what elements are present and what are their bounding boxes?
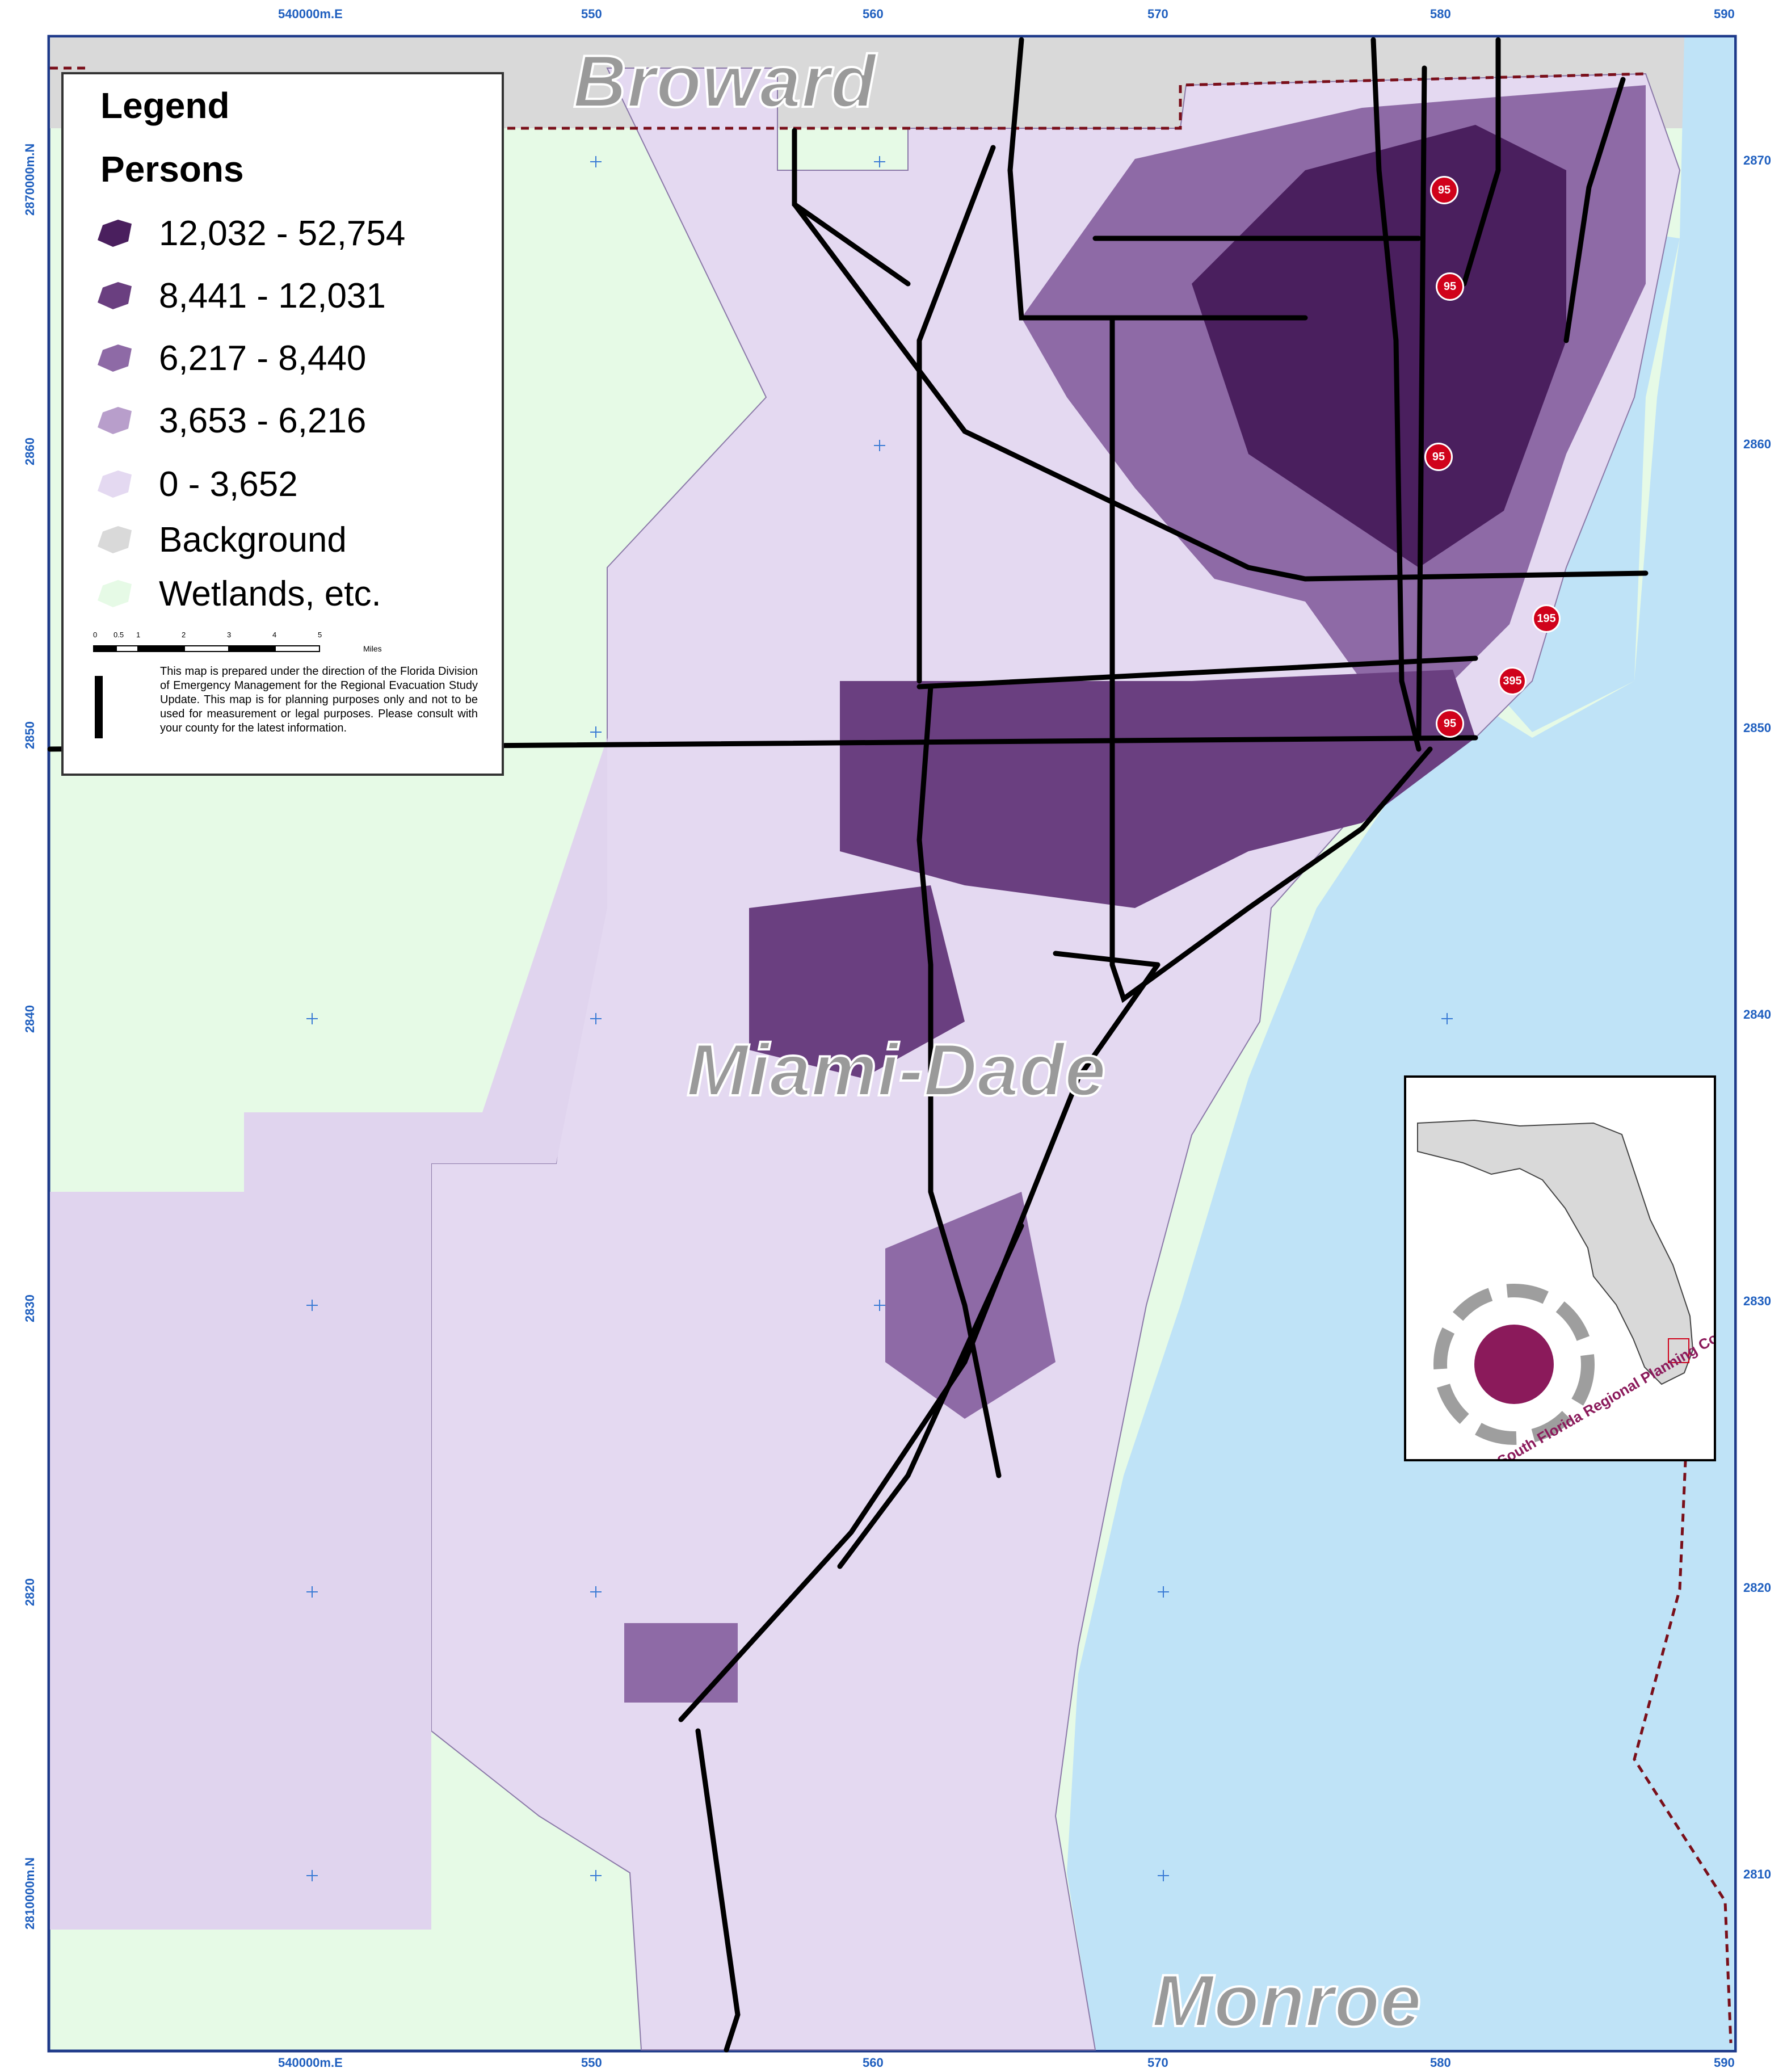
highway-shield: 95 <box>1430 176 1458 204</box>
northing-label-left-2840: 2840 <box>23 1005 37 1033</box>
legend: Legend Persons 12,032 - 52,754 8,441 - 12… <box>61 72 504 776</box>
easting-label-bottom-570: 570 <box>1147 2056 1168 2070</box>
legend-label: 0 - 3,652 <box>159 464 298 504</box>
ocean <box>1067 37 1734 2050</box>
highway-shield: 195 <box>1532 604 1561 633</box>
rpc-logo-hub <box>1474 1325 1554 1404</box>
core-tracts-north <box>1192 125 1566 568</box>
legend-subtitle: Persons <box>100 149 244 190</box>
dense-tracts-central <box>840 670 1475 908</box>
northing-label-right-2810: 2810 <box>1743 1867 1771 1881</box>
inset-locator: South Florida Regional Planning Council <box>1404 1075 1751 1470</box>
easting-label-top-560: 560 <box>863 7 884 21</box>
florida-outline <box>1417 1119 1694 1385</box>
northing-label-left-2810000: 2810000m.N <box>23 1857 37 1930</box>
scale-tick: 2 <box>182 631 186 639</box>
easting-label-bottom-590: 590 <box>1714 2056 1735 2070</box>
legend-swatch <box>98 220 132 247</box>
highway-shield: 95 <box>1436 709 1464 738</box>
legend-label: Background <box>159 520 347 560</box>
scale-segment <box>184 645 229 652</box>
northing-label-right-2850: 2850 <box>1743 721 1771 735</box>
easting-label-bottom-540: 540000m.E <box>278 2056 343 2070</box>
grid-crosses <box>306 156 1453 1881</box>
legend-swatch <box>98 526 132 553</box>
easting-label-top-590: 590 <box>1714 7 1735 21</box>
scale-segment <box>138 645 184 652</box>
scale-tick: 1 <box>136 631 141 639</box>
county-label-broward: Broward <box>572 39 877 124</box>
county-label-monroe: Monroe <box>1151 1958 1422 2043</box>
scale-tick: 0.5 <box>113 631 124 639</box>
rpc-logo-ring <box>1433 1284 1595 1445</box>
northing-label-left-2870000: 2870000m.N <box>23 143 37 216</box>
legend-label: 8,441 - 12,031 <box>159 276 386 316</box>
legend-item: 0 - 3,652 <box>98 456 298 512</box>
scale-segment <box>275 645 320 652</box>
inset-svg: South Florida Regional Planning Council <box>1417 1119 1751 1470</box>
tracts-homestead <box>624 1623 738 1703</box>
highway-shield: 95 <box>1424 443 1453 471</box>
legend-label: 12,032 - 52,754 <box>159 213 406 253</box>
legend-label: 6,217 - 8,440 <box>159 338 367 378</box>
rpc-logo <box>1433 1284 1595 1445</box>
legend-swatch <box>98 470 132 498</box>
legend-label: 3,653 - 6,216 <box>159 401 367 440</box>
west-tracts <box>50 738 607 1930</box>
northing-label-left-2820: 2820 <box>23 1578 37 1606</box>
easting-label-top-580: 580 <box>1430 7 1451 21</box>
legend-item: 3,653 - 6,216 <box>98 392 366 449</box>
legend-item: 12,032 - 52,754 <box>98 205 405 262</box>
north-arrow-mark <box>95 676 103 738</box>
easting-label-top-550: 550 <box>581 7 602 21</box>
easting-label-top-570: 570 <box>1147 7 1168 21</box>
legend-title: Legend <box>100 85 230 126</box>
scale-segment <box>93 645 116 652</box>
easting-label-bottom-560: 560 <box>863 2056 884 2070</box>
scale-units: Miles <box>363 644 382 653</box>
legend-item: Background <box>98 511 347 568</box>
scale-tick: 3 <box>227 631 232 639</box>
county-label-miami-dade: Miami-Dade <box>686 1027 1107 1112</box>
easting-label-bottom-580: 580 <box>1430 2056 1451 2070</box>
northing-label-left-2830: 2830 <box>23 1295 37 1322</box>
highway-shield: 95 <box>1436 272 1464 301</box>
dense-tracts-west <box>749 885 965 1078</box>
scale-tick: 0 <box>93 631 98 639</box>
northing-label-left-2850: 2850 <box>23 721 37 749</box>
northing-label-right-2840: 2840 <box>1743 1007 1771 1022</box>
northing-label-left-2860: 2860 <box>23 438 37 465</box>
legend-item: 8,441 - 12,031 <box>98 267 386 324</box>
legend-item: 6,217 - 8,440 <box>98 330 366 386</box>
legend-swatch <box>98 580 132 607</box>
northing-label-right-2820: 2820 <box>1743 1581 1771 1595</box>
northing-label-right-2860: 2860 <box>1743 437 1771 451</box>
northing-label-right-2870: 2870 <box>1743 153 1771 167</box>
legend-disclaimer: This map is prepared under the direction… <box>160 665 478 734</box>
scale-tick: 5 <box>318 631 322 639</box>
easting-label-bottom-550: 550 <box>581 2056 602 2070</box>
legend-swatch <box>98 344 132 372</box>
scale-segment <box>229 645 275 652</box>
northing-label-right-2830: 2830 <box>1743 1294 1771 1308</box>
scale-bar: 0 0.5 1 2 3 4 5 Miles <box>93 631 411 665</box>
legend-swatch <box>98 407 132 434</box>
legend-label: Wetlands, etc. <box>159 574 381 613</box>
inset-study-area-box <box>1668 1338 1689 1363</box>
legend-swatch <box>98 282 132 309</box>
scale-segment <box>116 645 138 652</box>
easting-label-top-540: 540000m.E <box>278 7 343 21</box>
legend-item: Wetlands, etc. <box>98 565 381 622</box>
highway-shield: 395 <box>1498 667 1527 695</box>
scale-tick: 4 <box>272 631 277 639</box>
highway-network <box>47 37 1649 2053</box>
